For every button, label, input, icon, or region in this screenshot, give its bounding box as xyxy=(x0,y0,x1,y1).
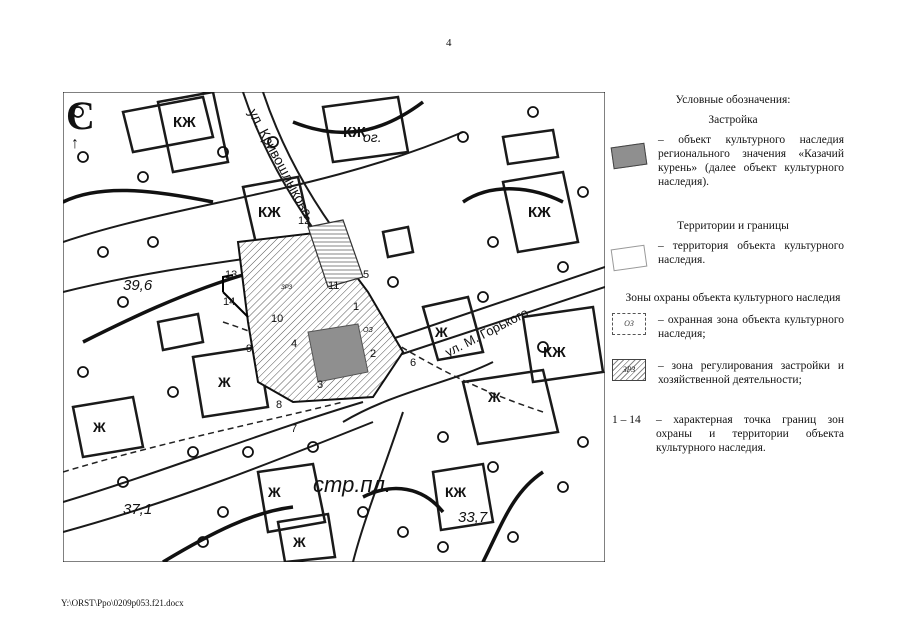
north-arrow-icon: ↑ xyxy=(71,135,79,152)
map-legend: Условные обозначения: Застройка – объект… xyxy=(610,93,844,455)
legend-row-zrz: ЗРЗ – зона регулирования застройки и хоз… xyxy=(612,359,844,387)
north-letter: С xyxy=(66,93,95,138)
height-mark-3: 33,7 xyxy=(458,509,488,526)
legend-points-text: – характерная точка границ зон охраны и … xyxy=(656,414,844,454)
building-label: КЖ xyxy=(258,204,281,221)
boundary-point: 1 xyxy=(353,301,359,313)
building-label: КЖ xyxy=(343,124,366,141)
legend-title: Условные обозначения: xyxy=(675,94,791,106)
heritage-swatch xyxy=(610,142,648,170)
building-label: Ж xyxy=(217,374,231,390)
site-plan-map: ул. Кривошлыкова ул. М. Горького стр.пл.… xyxy=(63,92,605,562)
boundary-point: 13 xyxy=(225,269,237,281)
street-label-str-pl: стр.пл. xyxy=(313,472,391,497)
legend-oz-text: – охранная зона объекта культурного насл… xyxy=(658,314,844,340)
footer-file-path: Y:\ORST\Ppo\0209p053.f21.docx xyxy=(61,598,184,608)
zone-label-og: ог. xyxy=(363,129,382,145)
boundary-point: 4 xyxy=(291,338,297,350)
building-label: Ж xyxy=(487,389,501,405)
boundary-point: 2 xyxy=(370,348,376,360)
legend-territory-text: – территория объекта культурного наследи… xyxy=(658,240,844,266)
height-mark-1: 39,6 xyxy=(123,277,153,294)
legend-section-buildings: Застройка xyxy=(708,114,758,126)
oz-swatch: ОЗ xyxy=(612,313,646,335)
zone-label-oz: ОЗ xyxy=(363,327,373,334)
north-indicator: С ↑ xyxy=(66,96,106,156)
boundary-point: 14 xyxy=(223,296,235,308)
building-label: Ж xyxy=(292,534,306,550)
building-label: КЖ xyxy=(543,344,566,361)
height-mark-2: 37,1 xyxy=(123,501,152,518)
legend-zrz-text: – зона регулирования застройки и хозяйст… xyxy=(658,360,844,386)
contour-lines xyxy=(63,100,564,562)
legend-row-points: 1 – 14 – характерная точка границ зон ох… xyxy=(612,413,844,455)
street-lines xyxy=(63,92,605,562)
legend-row-heritage: – объект культурного наследия региональн… xyxy=(610,133,844,189)
zone-label-zrz: ЗРЗ xyxy=(281,285,293,291)
boundary-point: 11 xyxy=(328,280,339,292)
zrz-swatch: ЗРЗ xyxy=(612,359,646,381)
building-label: Ж xyxy=(267,484,281,500)
boundary-point: 5 xyxy=(363,269,369,281)
boundary-point: 8 xyxy=(276,399,282,411)
territory-swatch xyxy=(610,244,648,272)
legend-heritage-text: – объект культурного наследия региональн… xyxy=(658,134,844,188)
building-label: КЖ xyxy=(173,114,196,131)
boundary-point: 6 xyxy=(410,357,416,369)
boundary-point: 10 xyxy=(271,313,283,325)
building-label: Ж xyxy=(92,419,106,435)
page-number: 4 xyxy=(446,37,452,49)
heritage-object xyxy=(307,323,369,383)
regulation-zone xyxy=(307,219,364,288)
boundary-point: 3 xyxy=(317,379,323,391)
boundary-point: 9 xyxy=(246,343,252,355)
boundary-point: 7 xyxy=(291,423,297,435)
legend-section-zones: Зоны охраны объекта культурного наследия xyxy=(625,292,841,304)
legend-points-range: 1 – 14 xyxy=(612,414,641,426)
building-label: КЖ xyxy=(528,204,551,221)
tree-markers xyxy=(72,106,589,553)
building-label: Ж xyxy=(434,324,448,340)
building-label: КЖ xyxy=(445,484,467,500)
boundary-point: 12 xyxy=(298,215,310,227)
legend-row-oz: ОЗ – охранная зона объекта культурного н… xyxy=(612,313,844,341)
legend-row-territory: – территория объекта культурного наследи… xyxy=(610,239,844,272)
legend-section-territories: Территории и границы xyxy=(677,220,789,232)
